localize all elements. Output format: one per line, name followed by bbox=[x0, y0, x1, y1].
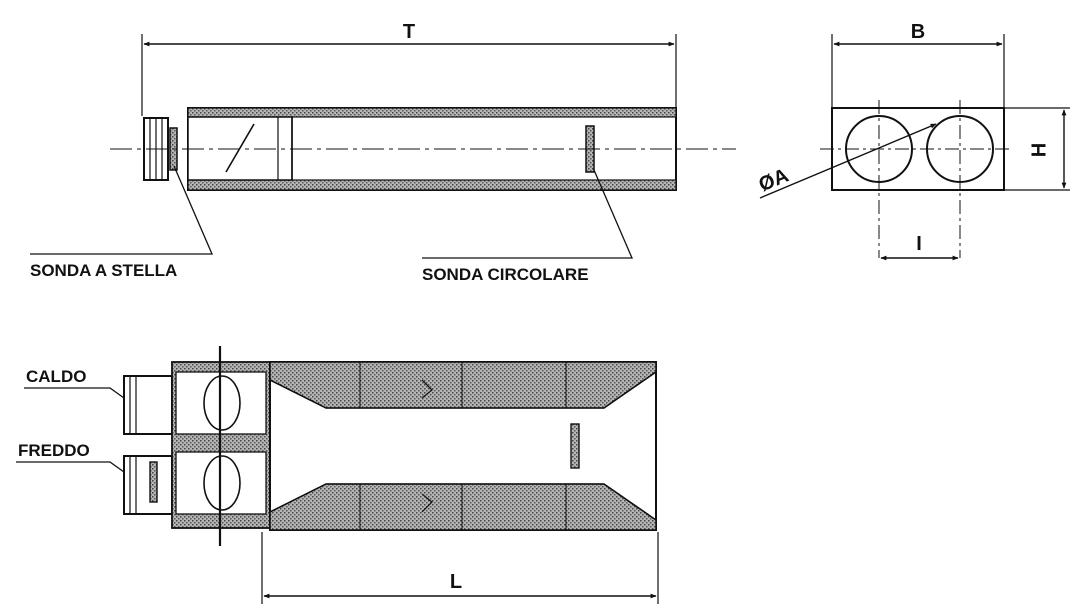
plan-star-probe bbox=[149, 461, 158, 503]
circular-probe-label: SONDA CIRCOLARE bbox=[422, 265, 589, 284]
cold-inlet-collar bbox=[123, 455, 173, 515]
star-probe-leader bbox=[30, 165, 213, 255]
dimension-t-label: T bbox=[403, 21, 415, 43]
cold-inlet-leader bbox=[16, 461, 125, 473]
plan-view: L CALDO FREDDO bbox=[16, 346, 659, 604]
dimension-b-label: B bbox=[911, 21, 925, 43]
damper-blade bbox=[225, 123, 255, 173]
lower-insulation bbox=[269, 483, 657, 531]
dimension-a-label: ØA bbox=[756, 165, 792, 197]
diameter-leader bbox=[759, 123, 937, 199]
cold-damper-disc bbox=[203, 455, 241, 511]
hot-inlet-leader bbox=[24, 387, 125, 399]
hot-inlet-collar bbox=[123, 375, 173, 435]
dimension-i-label: I bbox=[916, 233, 922, 255]
star-probe-label: SONDA A STELLA bbox=[30, 261, 177, 280]
dimension-l-label: L bbox=[450, 571, 462, 593]
end-view: B H I ØA bbox=[756, 21, 1070, 261]
circular-probe-leader bbox=[422, 169, 633, 259]
cold-inlet-label: FREDDO bbox=[18, 441, 90, 460]
upper-insulation bbox=[269, 361, 657, 409]
hot-damper-disc bbox=[203, 375, 241, 431]
dimension-h-label: H bbox=[1028, 143, 1050, 157]
plan-circular-probe bbox=[570, 423, 580, 469]
side-view: T SONDA A STELLA SONDA CIRCOLARE bbox=[30, 21, 736, 284]
hot-inlet-label: CALDO bbox=[26, 367, 86, 386]
